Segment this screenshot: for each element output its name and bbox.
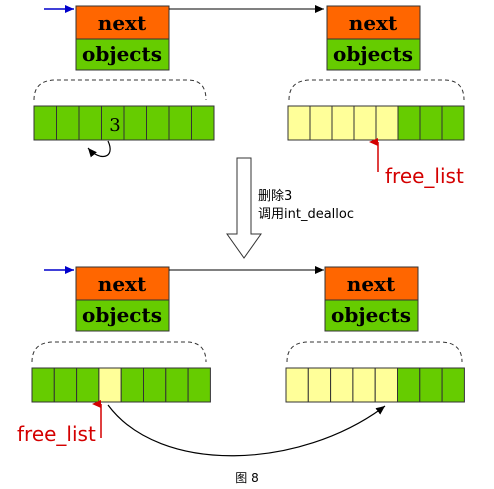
used-slot [397,367,421,403]
objects-field [75,38,170,71]
operation-line-2: 调用int_dealloc [258,207,354,222]
array-top-left [33,105,215,141]
link-arrow-bottom [107,404,386,457]
next-label: next [98,272,147,296]
next-label: next [98,11,147,35]
free-slot [374,367,399,403]
block-bottom-right: next objects [324,266,419,332]
free-slot [98,367,122,403]
used-slot [123,105,147,141]
used-slot [120,367,144,403]
next-field [326,5,421,40]
operation-line-1: 删除3 [258,189,292,204]
used-slot [146,105,170,141]
used-slot [191,105,215,141]
free-slot [285,367,309,403]
block-top-right: next objects [326,5,421,71]
next-label: next [349,11,398,35]
used-slot [397,105,421,141]
free-list-label-bottom: free_list [17,422,96,446]
free-slot [375,105,399,141]
block-top-left: next objects [75,5,170,71]
used-slot [76,367,100,403]
figure-caption: 图 8 [235,471,258,485]
objects-label: objects [82,42,162,66]
next-field [324,266,419,301]
used-slot [441,105,465,141]
free-slot [330,367,354,403]
used-slot [441,367,465,403]
free-list-label-top: free_list [385,164,464,188]
free-slot [287,105,311,141]
used-slot [168,105,192,141]
used-slot [33,105,57,141]
objects-field [324,299,419,332]
brace-bottom-right [286,341,463,363]
free-slot [331,105,355,141]
deleted-value-label: 3 [109,115,120,136]
used-slot [419,105,443,141]
array-top-right [287,105,465,141]
used-slot [56,105,80,141]
array-bottom-left [31,367,211,403]
used-slot [143,367,167,403]
used-slot [31,367,55,403]
used-slot [53,367,78,403]
objects-field [75,299,170,332]
used-slot [165,367,189,403]
objects-label: objects [331,303,411,327]
brace-top-right [288,79,465,101]
free-slot [352,367,376,403]
brace-top-left [33,79,207,101]
used-slot [78,105,102,141]
objects-field [326,38,421,71]
next-field [75,266,170,301]
curl-arrow-top [87,140,111,158]
used-slot [419,367,443,403]
free-slot [307,367,332,403]
block-bottom-left: next objects [75,266,170,332]
objects-label: objects [82,303,162,327]
array-bottom-right [285,367,465,403]
brace-bottom-left [31,341,207,363]
objects-label: objects [333,42,413,66]
free-slot [353,105,377,141]
free-slot [309,105,333,141]
next-label: next [347,272,396,296]
down-arrow [226,157,262,259]
used-slot [187,367,211,403]
